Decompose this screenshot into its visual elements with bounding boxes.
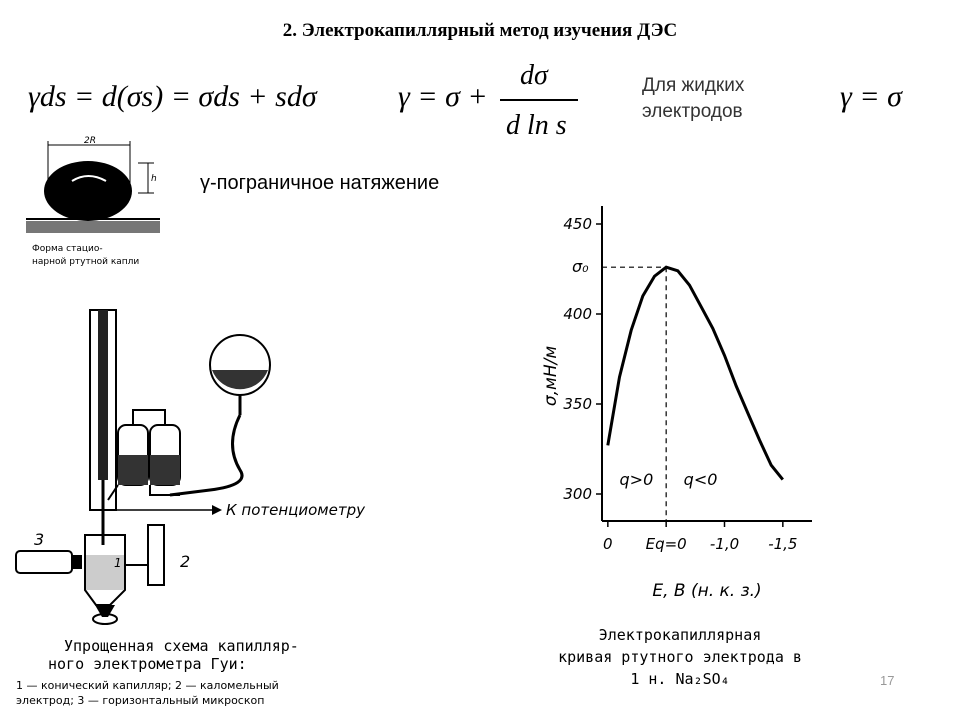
x-ticks: 0 Eq=0 -1,0 -1,5 bbox=[603, 521, 797, 553]
gamma-definition: γ-пограничное натяжение bbox=[200, 172, 440, 194]
cell-stopcock-icon bbox=[95, 605, 115, 617]
cell-base-valve bbox=[92, 613, 118, 625]
dim-2r-label: 2R bbox=[84, 136, 96, 146]
y-tick-label: 450 bbox=[563, 215, 592, 233]
sigma0-label: σ₀ bbox=[572, 257, 589, 276]
drop-caption-2: нарной ртутной капли bbox=[32, 257, 139, 267]
app-caption-2: ного электрометра Гуи: bbox=[48, 655, 247, 673]
vessel-outlets bbox=[107, 484, 180, 501]
x-tick-label: -1,5 bbox=[768, 535, 797, 553]
right-vessel-mercury bbox=[150, 455, 180, 485]
note-line-1: Для жидких bbox=[642, 75, 745, 96]
label-1: 1 bbox=[114, 556, 122, 570]
label-3: 3 bbox=[34, 530, 44, 549]
liquid-formula: γ = σ bbox=[840, 80, 902, 113]
mercury-column bbox=[98, 310, 108, 480]
microscope-icon bbox=[15, 550, 73, 574]
label-2: 2 bbox=[180, 552, 190, 571]
slide-title: 2. Электрокапиллярный метод изучения ДЭС bbox=[282, 20, 678, 41]
surface-hatch bbox=[26, 221, 160, 233]
connecting-hose bbox=[169, 414, 244, 497]
x-tick-label: 0 bbox=[603, 535, 613, 553]
dim-h-label: h bbox=[151, 174, 157, 184]
gamma-formula-denominator: d ln s bbox=[506, 110, 567, 141]
drop-caption-1: Форма стацио- bbox=[32, 244, 103, 254]
chart-caption-1: Электрокапиллярная bbox=[599, 626, 762, 644]
potentiometer-label: К потенциометру bbox=[226, 501, 366, 519]
capillary-electrometer-figure: К потенциометру 3 1 2 Упрощенная схема к… bbox=[15, 309, 366, 707]
y-tick-label: 400 bbox=[563, 305, 592, 323]
page-number: 17 bbox=[880, 673, 895, 688]
gamma-formula-numerator: dσ bbox=[520, 60, 548, 91]
vessel-bridge bbox=[132, 409, 166, 425]
x-axis-label: E, В (н. к. з.) bbox=[652, 581, 761, 601]
region-label-negative: q<0 bbox=[684, 470, 718, 489]
microscope-lens bbox=[72, 555, 82, 569]
note-line-2: электродов bbox=[642, 101, 743, 122]
cell-solution bbox=[86, 555, 124, 590]
y-ticks: 450 400 350 300 bbox=[563, 215, 602, 503]
arrow-head-icon bbox=[212, 505, 222, 515]
region-label-positive: q>0 bbox=[620, 470, 654, 489]
chart-caption-3: 1 н. Na₂SO₄ bbox=[630, 670, 729, 688]
drop-highlight bbox=[71, 175, 107, 182]
calomel-electrode bbox=[147, 524, 165, 586]
mercury-drop-icon bbox=[44, 161, 132, 221]
app-caption-4: электрод; 3 — горизонтальный микроскоп bbox=[16, 694, 264, 707]
liquid-electrodes-note: Для жидких электродов bbox=[642, 73, 744, 125]
fraction-bar bbox=[500, 99, 578, 101]
electrocapillary-chart: 450 400 350 300 0 Eq=0 -1,0 -1,5 σ₀ σ,мН/м E, … bbox=[541, 206, 812, 688]
y-axis-label: σ,мН/м bbox=[541, 346, 561, 407]
y-tick-label: 300 bbox=[563, 485, 592, 503]
x-tick-label: Eq=0 bbox=[646, 535, 687, 553]
gamma-formula-lhs: γ = σ + bbox=[398, 80, 488, 113]
left-vessel-mercury bbox=[118, 455, 148, 485]
series-line bbox=[606, 265, 784, 481]
x-tick-label: -1,0 bbox=[710, 535, 739, 553]
gibbs-formula: γds = d(σs) = σds + sdσ bbox=[28, 80, 317, 113]
chart-caption-2: кривая ртутного электрода в bbox=[558, 648, 802, 666]
y-tick-label: 350 bbox=[563, 395, 592, 413]
app-caption-3: 1 — конический капилляр; 2 — каломельный bbox=[16, 679, 279, 692]
reservoir-mercury bbox=[212, 370, 268, 390]
app-caption-1: Упрощенная схема капилляр- bbox=[64, 637, 299, 655]
mercury-drop-figure: 2R h Форма стацио- нарной ртутной капли bbox=[26, 136, 160, 267]
